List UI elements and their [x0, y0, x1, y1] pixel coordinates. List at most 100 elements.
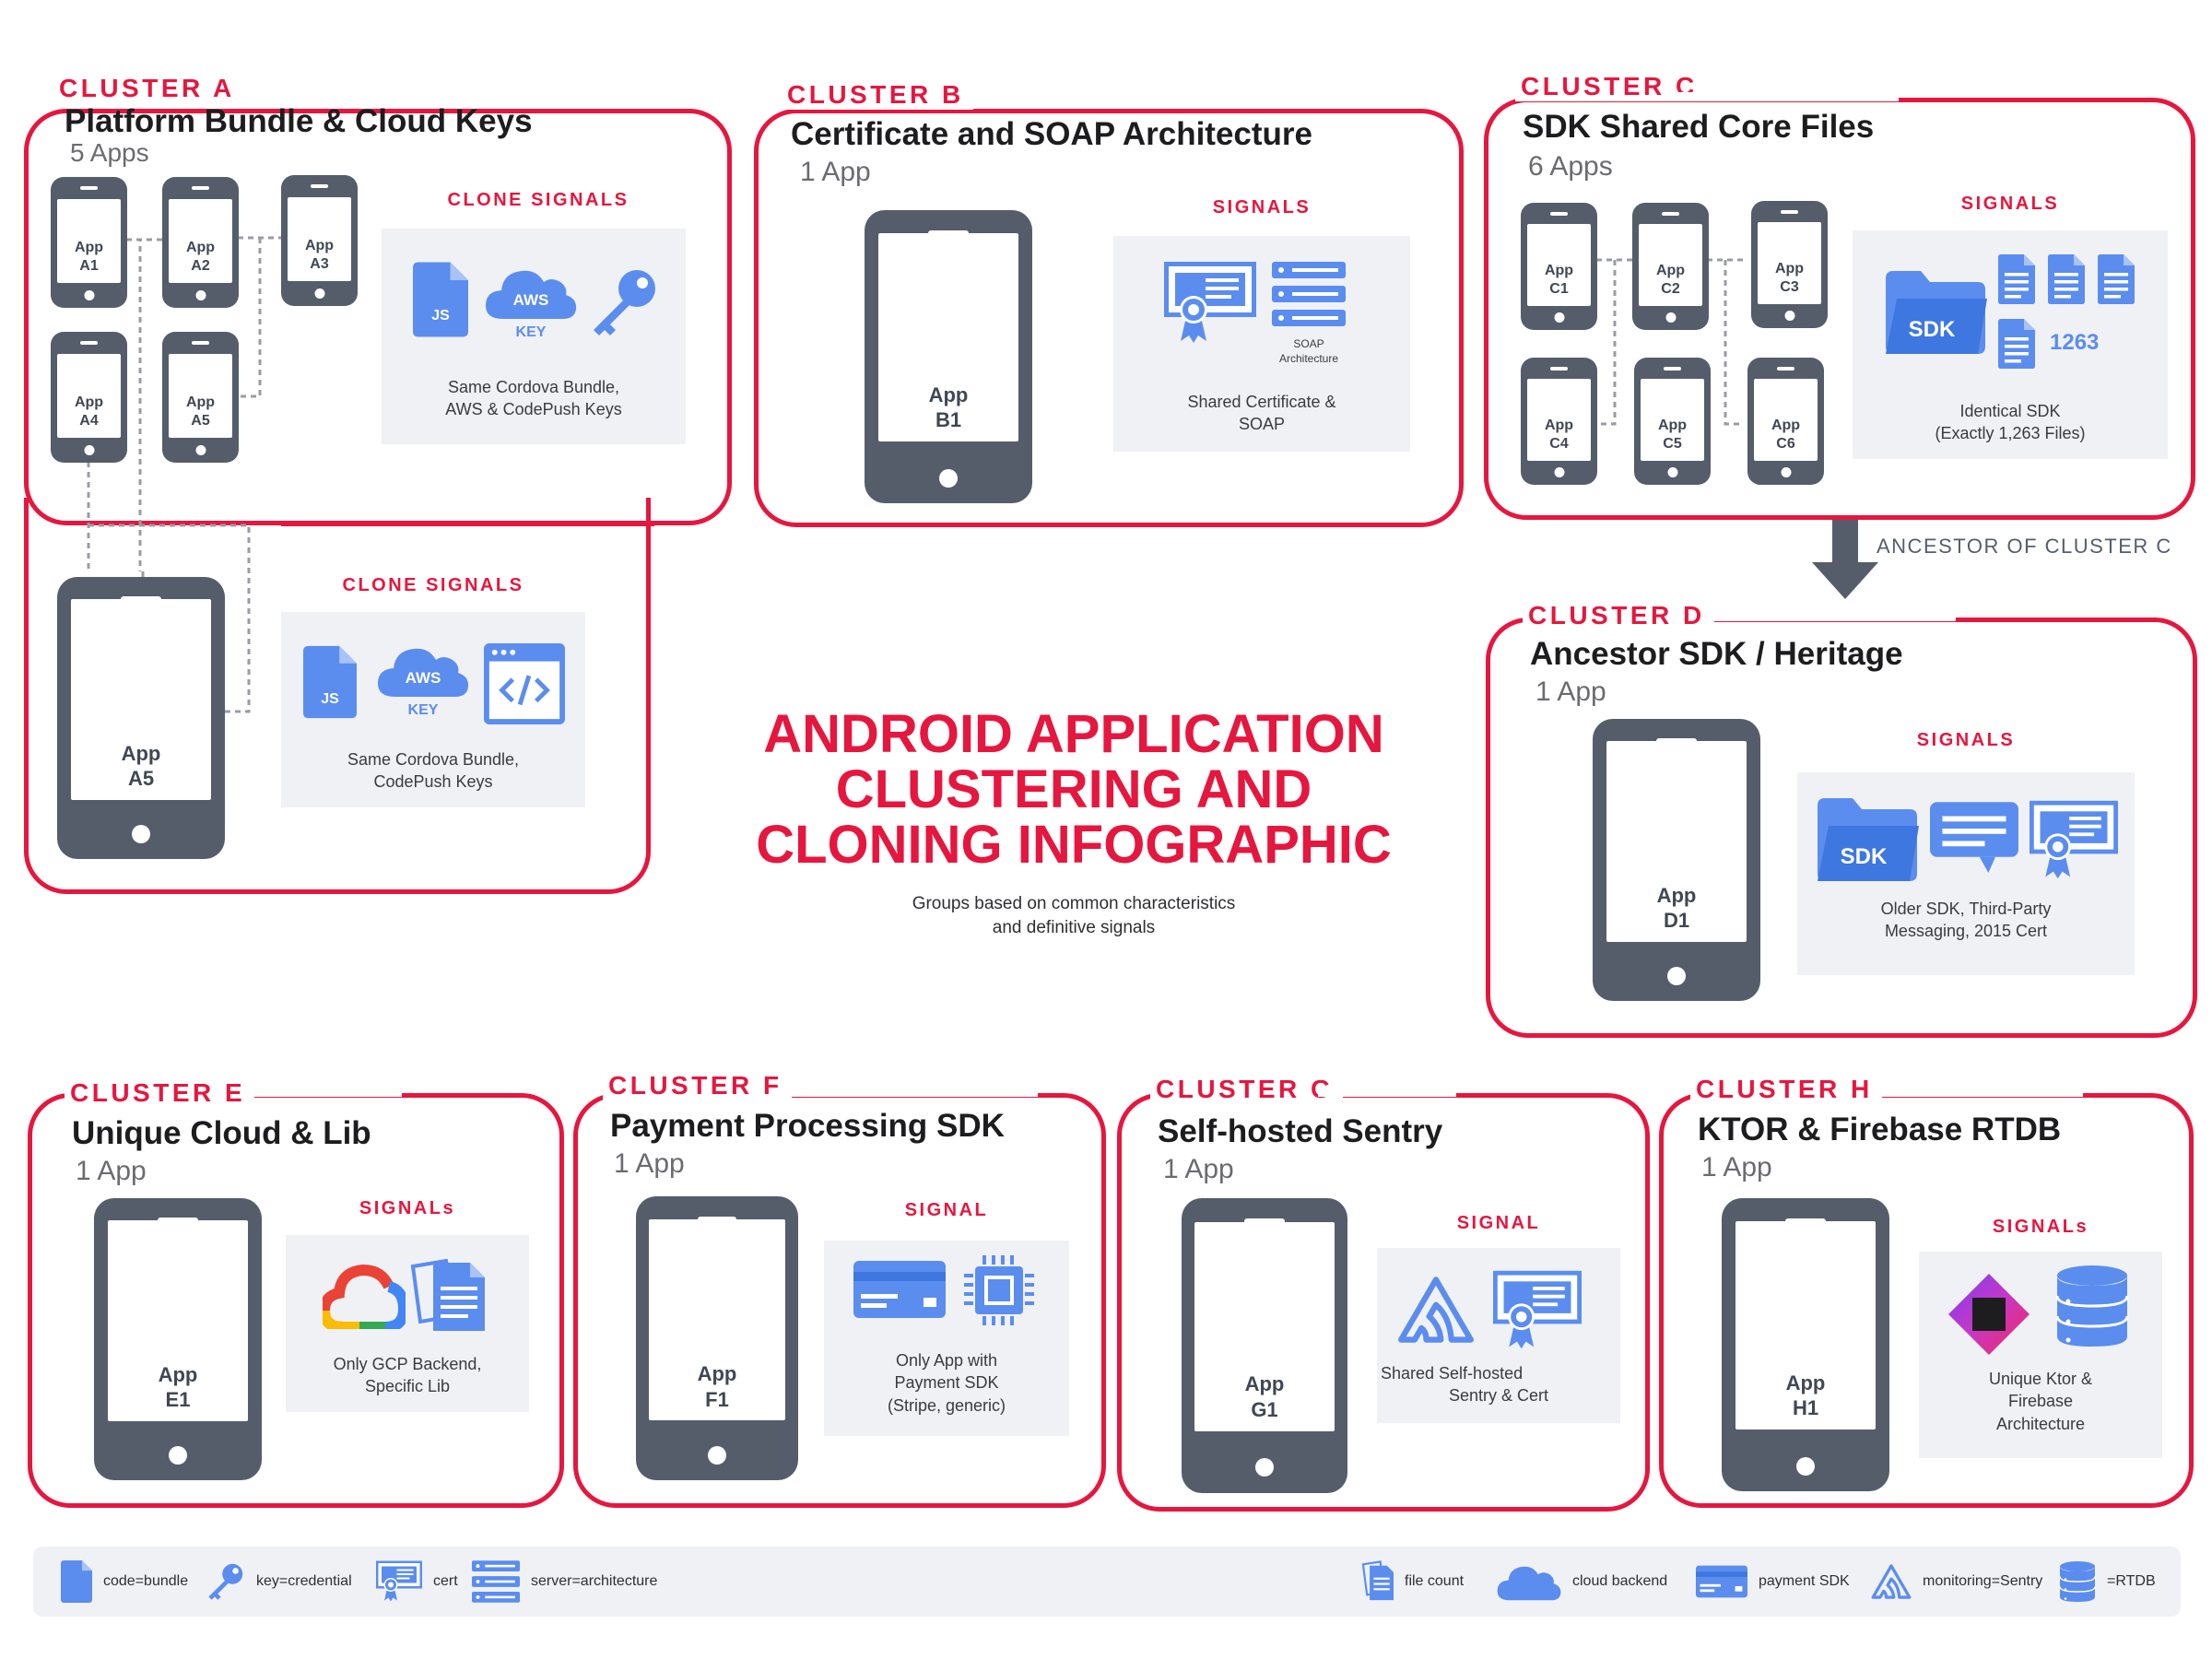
- cluster-a-signals2-panel: JS AWS KEY Same Cordova Bundle,CodePush …: [281, 612, 585, 807]
- cluster-a-lower-frame: [24, 498, 651, 894]
- code-file-icon: [61, 1560, 92, 1603]
- credit-card-icon: [853, 1261, 946, 1318]
- cluster-d-tag: CLUSTER D: [1523, 601, 1714, 630]
- key-icon: [205, 1561, 245, 1602]
- cluster-b-title: Certificate and SOAP Architecture: [791, 116, 1312, 152]
- cluster-g-title: Self-hosted Sentry: [1158, 1113, 1443, 1149]
- cluster-d-signals-title: SIGNALS: [1916, 730, 2016, 750]
- cluster-c-count: 6 Apps: [1528, 151, 1613, 182]
- cluster-e-signals-desc: Only GCP Backend,Specific Lib: [333, 1355, 482, 1396]
- server-icon: [1272, 262, 1346, 326]
- sentry-icon: [1871, 1563, 1912, 1600]
- chat-message-icon: [1930, 802, 2018, 877]
- credit-card-icon: [1696, 1565, 1747, 1598]
- code-file-icon: [303, 645, 357, 719]
- legend-payment: payment SDK: [1696, 1547, 1850, 1617]
- ancestor-arrow: [1812, 520, 1878, 599]
- database-icon: [2055, 1265, 2129, 1347]
- cluster-a-count: 5 Apps: [70, 138, 149, 167]
- database-icon: [2059, 1560, 2096, 1603]
- legend-cloud: cloud backend: [1497, 1547, 1667, 1617]
- cluster-a-signals-panel: JS AWS KEY Same Cordova Bundle,AWS & Cod…: [382, 229, 686, 444]
- file-count-icon: [1361, 1560, 1394, 1601]
- infographic-subtitle: Groups based on common characteristics a…: [912, 894, 1236, 937]
- infographic-title: ANDROID APPLICATION CLUSTERING AND CLONI…: [756, 704, 1392, 875]
- legend-key: key=credential: [205, 1547, 352, 1617]
- cluster-c-connections: [1596, 258, 1744, 426]
- file-icon: [1998, 254, 2035, 304]
- cluster-f-title: Payment Processing SDK: [610, 1108, 1005, 1144]
- legend-server: server=architecture: [472, 1547, 657, 1617]
- legend-rtdb: =RTDB: [2059, 1547, 2156, 1617]
- ancestor-label: ANCESTOR OF CLUSTER C: [1877, 535, 2172, 558]
- cluster-a-signals2-desc: Same Cordova Bundle,CodePush Keys: [347, 750, 520, 792]
- cluster-a-signals-title: CLONE SIGNALS: [447, 190, 629, 210]
- legend-sentry: monitoring=Sentry: [1871, 1547, 2042, 1617]
- cluster-b-tag: CLUSTER B: [782, 80, 973, 110]
- cluster-c-signals-desc: Identical SDK(Exactly 1,263 Files): [1935, 402, 2086, 443]
- cluster-e-count: 1 App: [76, 1156, 147, 1186]
- ktor-logo-icon: [1948, 1274, 2030, 1355]
- cluster-e-tag: CLUSTER E: [65, 1078, 255, 1108]
- cluster-h-count: 1 App: [1701, 1152, 1772, 1182]
- file-count-icon: [1998, 319, 2035, 369]
- cluster-f-count: 1 App: [614, 1148, 685, 1179]
- cluster-d-count: 1 App: [1535, 677, 1606, 707]
- cluster-f-tag: CLUSTER F: [603, 1071, 792, 1100]
- certificate-icon: [1493, 1270, 1582, 1351]
- cluster-b-signals-title: SIGNALS: [1212, 197, 1312, 218]
- cluster-e-title: Unique Cloud & Lib: [72, 1115, 371, 1151]
- cluster-g-count: 1 App: [1163, 1154, 1234, 1184]
- legend-code: code=bundle: [61, 1547, 188, 1617]
- cluster-f-signals-title: SIGNAL: [904, 1200, 989, 1220]
- cluster-c-title: SDK Shared Core Files: [1523, 109, 1875, 145]
- cluster-g-tag: CLUSTER G: [1150, 1075, 1344, 1104]
- cluster-h-tag: CLUSTER H: [1690, 1075, 1882, 1104]
- file-count: 1263: [2050, 330, 2100, 355]
- cluster-h-title: KTOR & Firebase RTDB: [1698, 1112, 2062, 1147]
- legend-filecount: file count: [1360, 1547, 1464, 1617]
- file-icon: [2098, 254, 2135, 304]
- cluster-d-title: Ancestor SDK / Heritage: [1530, 636, 1903, 672]
- certificate-icon: [2030, 800, 2118, 881]
- cloud-icon: [1497, 1561, 1561, 1602]
- code-window-icon: [484, 643, 565, 724]
- legend: code=bundle key=credential cert server=a…: [33, 1547, 2181, 1617]
- server-icon: [472, 1560, 520, 1603]
- gcp-cloud-icon: [323, 1264, 406, 1329]
- file-icon: [2048, 254, 2085, 304]
- cluster-a-signals-desc: Same Cordova Bundle,AWS & CodePush Keys: [445, 378, 622, 419]
- code-file-icon: [413, 262, 468, 337]
- certificate-icon: [1164, 262, 1256, 345]
- cluster-b-count: 1 App: [800, 157, 871, 187]
- cluster-a-signals2-title: CLONE SIGNALS: [342, 575, 524, 595]
- cluster-e-signals-title: SIGNALs: [359, 1198, 456, 1218]
